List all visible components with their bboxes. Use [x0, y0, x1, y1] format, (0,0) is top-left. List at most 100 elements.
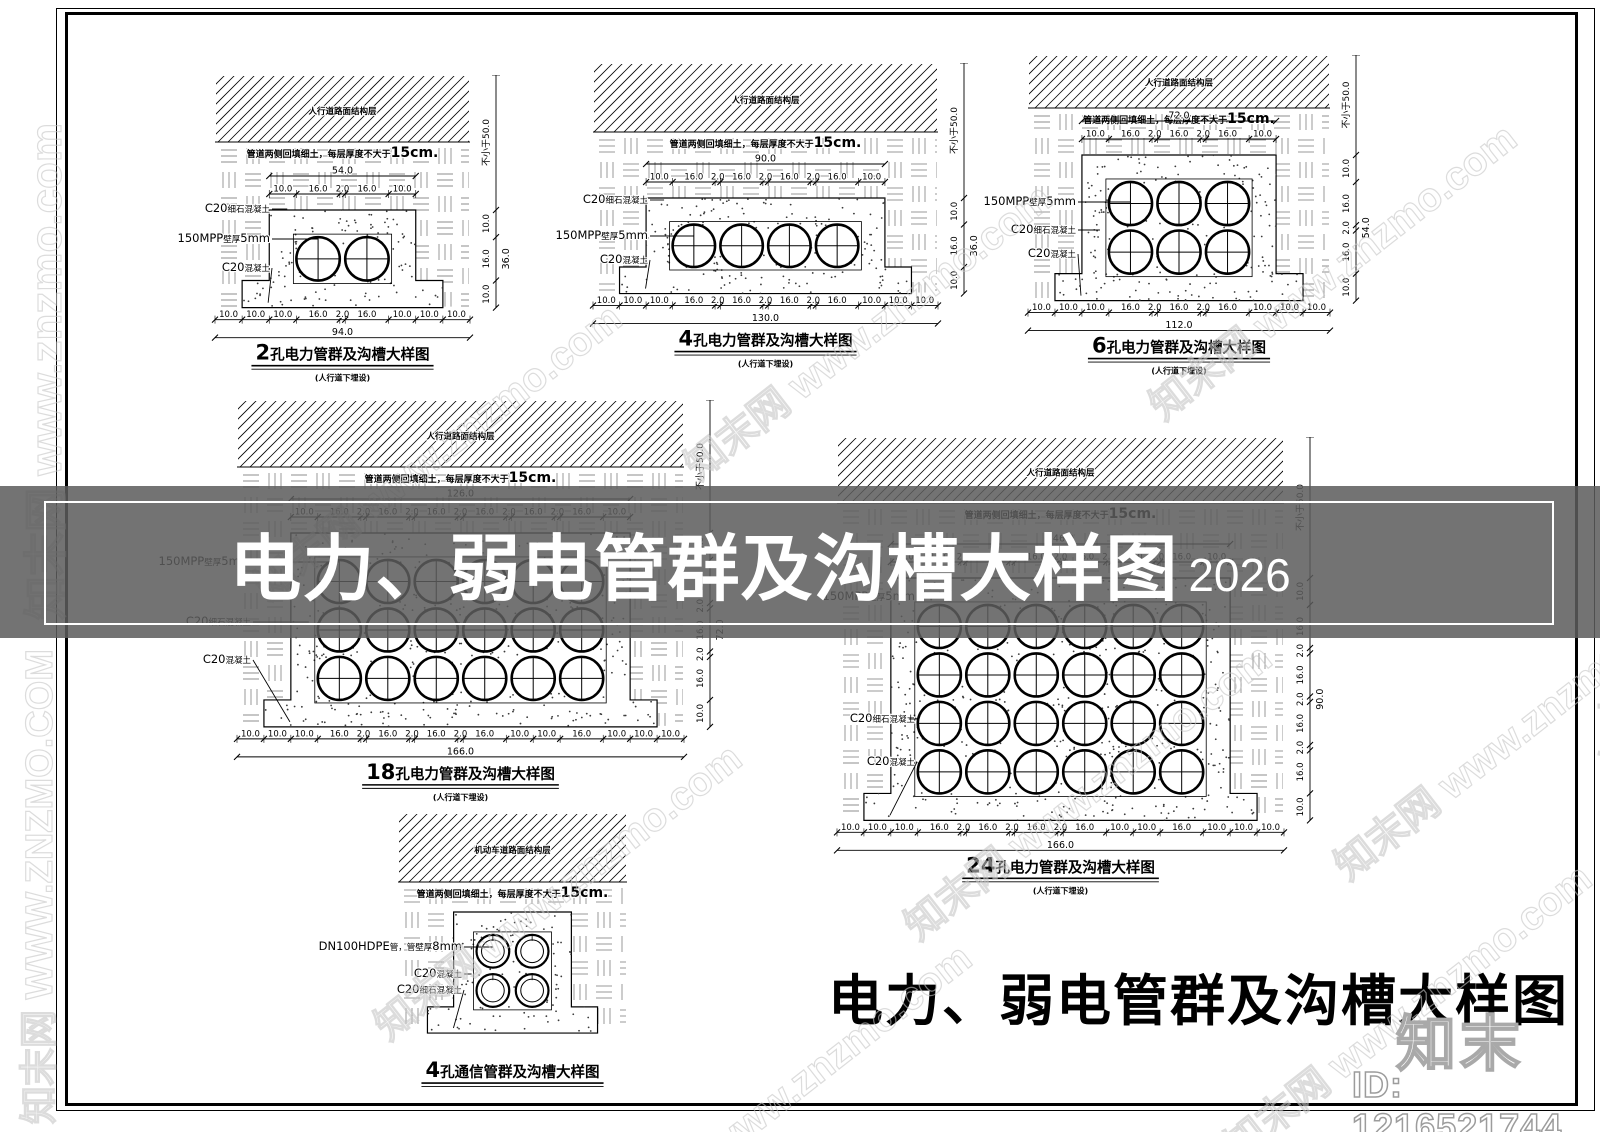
leader-label: C20混凝土	[414, 966, 463, 980]
svg-text:10.0: 10.0	[246, 310, 265, 320]
drawing-subtitle: (人行道下埋设)	[433, 792, 488, 802]
pipe-circle	[1107, 180, 1154, 227]
svg-text:10.0: 10.0	[241, 729, 260, 739]
svg-text:10.0: 10.0	[268, 729, 287, 739]
svg-text:10.0: 10.0	[915, 296, 934, 306]
pipe-circle	[413, 655, 460, 702]
svg-text:16.0: 16.0	[1170, 303, 1189, 313]
pipe-circle	[916, 652, 963, 698]
svg-text:10.0: 10.0	[273, 310, 292, 320]
backfill-note: 管道两侧回填细土，每层厚度不大于15cm.	[1083, 111, 1275, 127]
svg-text:16.0: 16.0	[427, 729, 446, 739]
svg-text:16.0: 16.0	[684, 173, 703, 183]
svg-text:10.0: 10.0	[1059, 303, 1078, 313]
svg-text:16.0: 16.0	[732, 173, 751, 183]
watermark-text: 知末网 WWW.ZNZMO.COM	[18, 648, 61, 1124]
svg-text:10.0: 10.0	[295, 729, 314, 739]
surface-hatch-band	[594, 64, 937, 132]
svg-text:54.0: 54.0	[332, 166, 353, 177]
pipe-circle	[766, 223, 812, 269]
surface-label: 人行道路面结构层	[426, 431, 495, 442]
svg-text:166.0: 166.0	[447, 746, 474, 757]
svg-text:18孔电力管群及沟槽大样图: 18孔电力管群及沟槽大样图	[366, 760, 555, 784]
pipe-circle	[964, 749, 1011, 795]
site-logo: 知末	[1395, 1010, 1524, 1079]
svg-text:16.0: 16.0	[696, 669, 706, 688]
pipe-circle	[1013, 700, 1060, 747]
svg-text:16.0: 16.0	[357, 185, 376, 195]
svg-text:16.0: 16.0	[357, 310, 376, 320]
svg-text:10.0: 10.0	[597, 296, 616, 306]
leader-label: C20细石混凝土	[397, 982, 463, 996]
drawing-title: 2孔电力管群及沟槽大样图	[254, 340, 430, 366]
svg-text:10.0: 10.0	[1253, 303, 1272, 313]
svg-text:16.0: 16.0	[475, 729, 494, 739]
leader-label: C20混凝土	[600, 252, 649, 266]
svg-text:10.0: 10.0	[1086, 303, 1105, 313]
svg-text:130.0: 130.0	[752, 313, 779, 324]
pipe-circle	[719, 223, 765, 269]
surface-hatch-band	[1029, 56, 1329, 108]
drawing-title: 24孔电力管群及沟槽大样图	[965, 852, 1156, 878]
svg-text:16.0: 16.0	[1170, 130, 1189, 140]
svg-text:112.0: 112.0	[1165, 320, 1192, 331]
pipe-circle	[316, 655, 363, 702]
svg-text:94.0: 94.0	[332, 327, 353, 338]
drawing-title: 4孔通信管群及沟槽大样图	[424, 1057, 600, 1083]
drawing-subtitle: (人行道下埋设)	[1033, 885, 1088, 895]
svg-text:16.0: 16.0	[828, 173, 847, 183]
svg-text:36.0: 36.0	[969, 235, 980, 256]
leader-label: C20细石混凝土	[850, 711, 916, 725]
svg-text:16.0: 16.0	[309, 185, 328, 195]
pipe-circle	[475, 933, 511, 969]
svg-text:2.0: 2.0	[696, 647, 706, 661]
svg-text:16.0: 16.0	[1121, 130, 1140, 140]
detail-drawing-comm-4: 机动车道路面结构层管道两侧回填细土，每层厚度不大于15cm.DN100HDPE管…	[303, 813, 699, 1132]
svg-text:10.0: 10.0	[696, 704, 706, 723]
drawing-subtitle: (人行道下埋设)	[738, 359, 793, 369]
pipe-circle	[514, 973, 550, 1008]
svg-text:10.0: 10.0	[950, 271, 960, 290]
pipe-circle	[510, 655, 557, 702]
drawing-title: 18孔电力管群及沟槽大样图	[365, 759, 556, 785]
svg-text:16.0: 16.0	[780, 173, 799, 183]
surface-hatch-band	[216, 76, 469, 142]
svg-text:72.0: 72.0	[1168, 111, 1189, 122]
svg-text:2孔电力管群及沟槽大样图: 2孔电力管群及沟槽大样图	[255, 341, 429, 365]
banner-overlay: 电力、弱电管群及沟槽大样图 2026	[0, 486, 1600, 638]
pipe-circle	[814, 223, 860, 269]
pipe-circle	[964, 700, 1011, 747]
leader-label: 150MPP壁厚5mm	[984, 194, 1077, 208]
pipe-circle	[1156, 180, 1202, 227]
pipe-circle	[916, 700, 963, 747]
svg-text:90.0: 90.0	[755, 154, 776, 165]
pipe-circle	[1061, 652, 1108, 698]
svg-text:4孔电力管群及沟槽大样图: 4孔电力管群及沟槽大样图	[678, 327, 852, 351]
svg-text:10.0: 10.0	[1280, 303, 1299, 313]
drawing-title: 4孔电力管群及沟槽大样图	[677, 325, 853, 351]
backfill-note: 管道两侧回填细土，每层厚度不大于15cm.	[365, 470, 557, 486]
svg-text:54.0: 54.0	[1361, 217, 1372, 238]
pipe-circle	[1110, 652, 1157, 698]
svg-text:10.0: 10.0	[950, 202, 960, 221]
svg-text:16.0: 16.0	[950, 236, 960, 255]
svg-text:2.0: 2.0	[1342, 221, 1352, 235]
svg-text:16.0: 16.0	[309, 310, 328, 320]
svg-text:10.0: 10.0	[1307, 303, 1326, 313]
pipe-circle	[1110, 700, 1157, 747]
svg-text:16.0: 16.0	[684, 296, 703, 306]
svg-text:10.0: 10.0	[650, 296, 669, 306]
pipe-circle	[1061, 749, 1108, 795]
surface-label: 机动车道路面结构层	[474, 845, 551, 856]
pipe-circle	[1158, 749, 1205, 795]
surface-hatch-band	[399, 814, 626, 882]
surface-label: 人行道路面结构层	[308, 106, 377, 117]
svg-text:16.0: 16.0	[482, 249, 492, 268]
svg-text:不小于50.0: 不小于50.0	[1341, 81, 1352, 128]
svg-text:10.0: 10.0	[537, 729, 556, 739]
backfill-note: 管道两侧回填细土，每层厚度不大于15cm.	[247, 145, 439, 161]
drawing-subtitle: (人行道下埋设)	[1151, 366, 1206, 376]
